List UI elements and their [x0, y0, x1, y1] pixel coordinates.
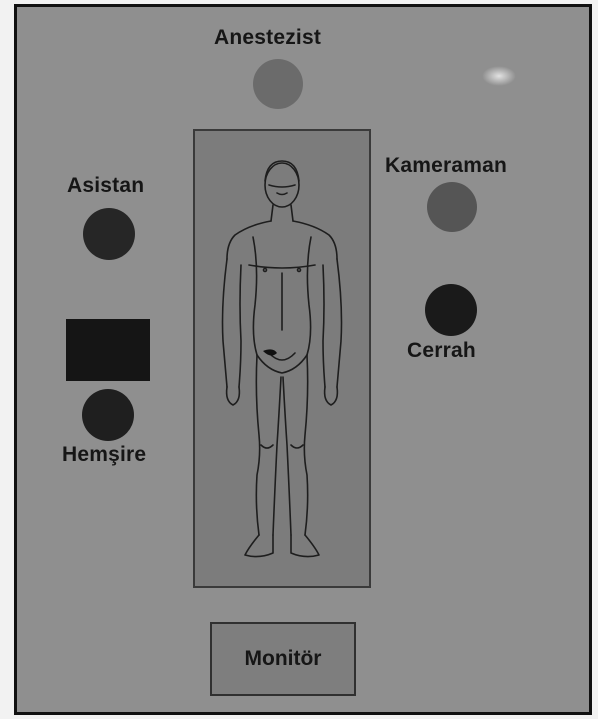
surgeon-label: Cerrah	[407, 339, 476, 363]
patient-figure	[197, 155, 367, 565]
anesthetist-label: Anestezist	[214, 26, 321, 50]
nurse-marker	[82, 389, 134, 441]
nurse-label: Hemşire	[62, 443, 146, 467]
instrument-table	[66, 319, 150, 381]
cameraman-label: Kameraman	[385, 154, 507, 178]
surgeon-marker	[425, 284, 477, 336]
assistant-marker	[83, 208, 135, 260]
cameraman-marker	[427, 182, 477, 232]
monitor-box: Monitör	[210, 622, 356, 696]
assistant-label: Asistan	[67, 174, 144, 198]
monitor-label: Monitör	[245, 647, 322, 671]
anesthetist-marker	[253, 59, 303, 109]
scan-glare	[482, 66, 516, 86]
